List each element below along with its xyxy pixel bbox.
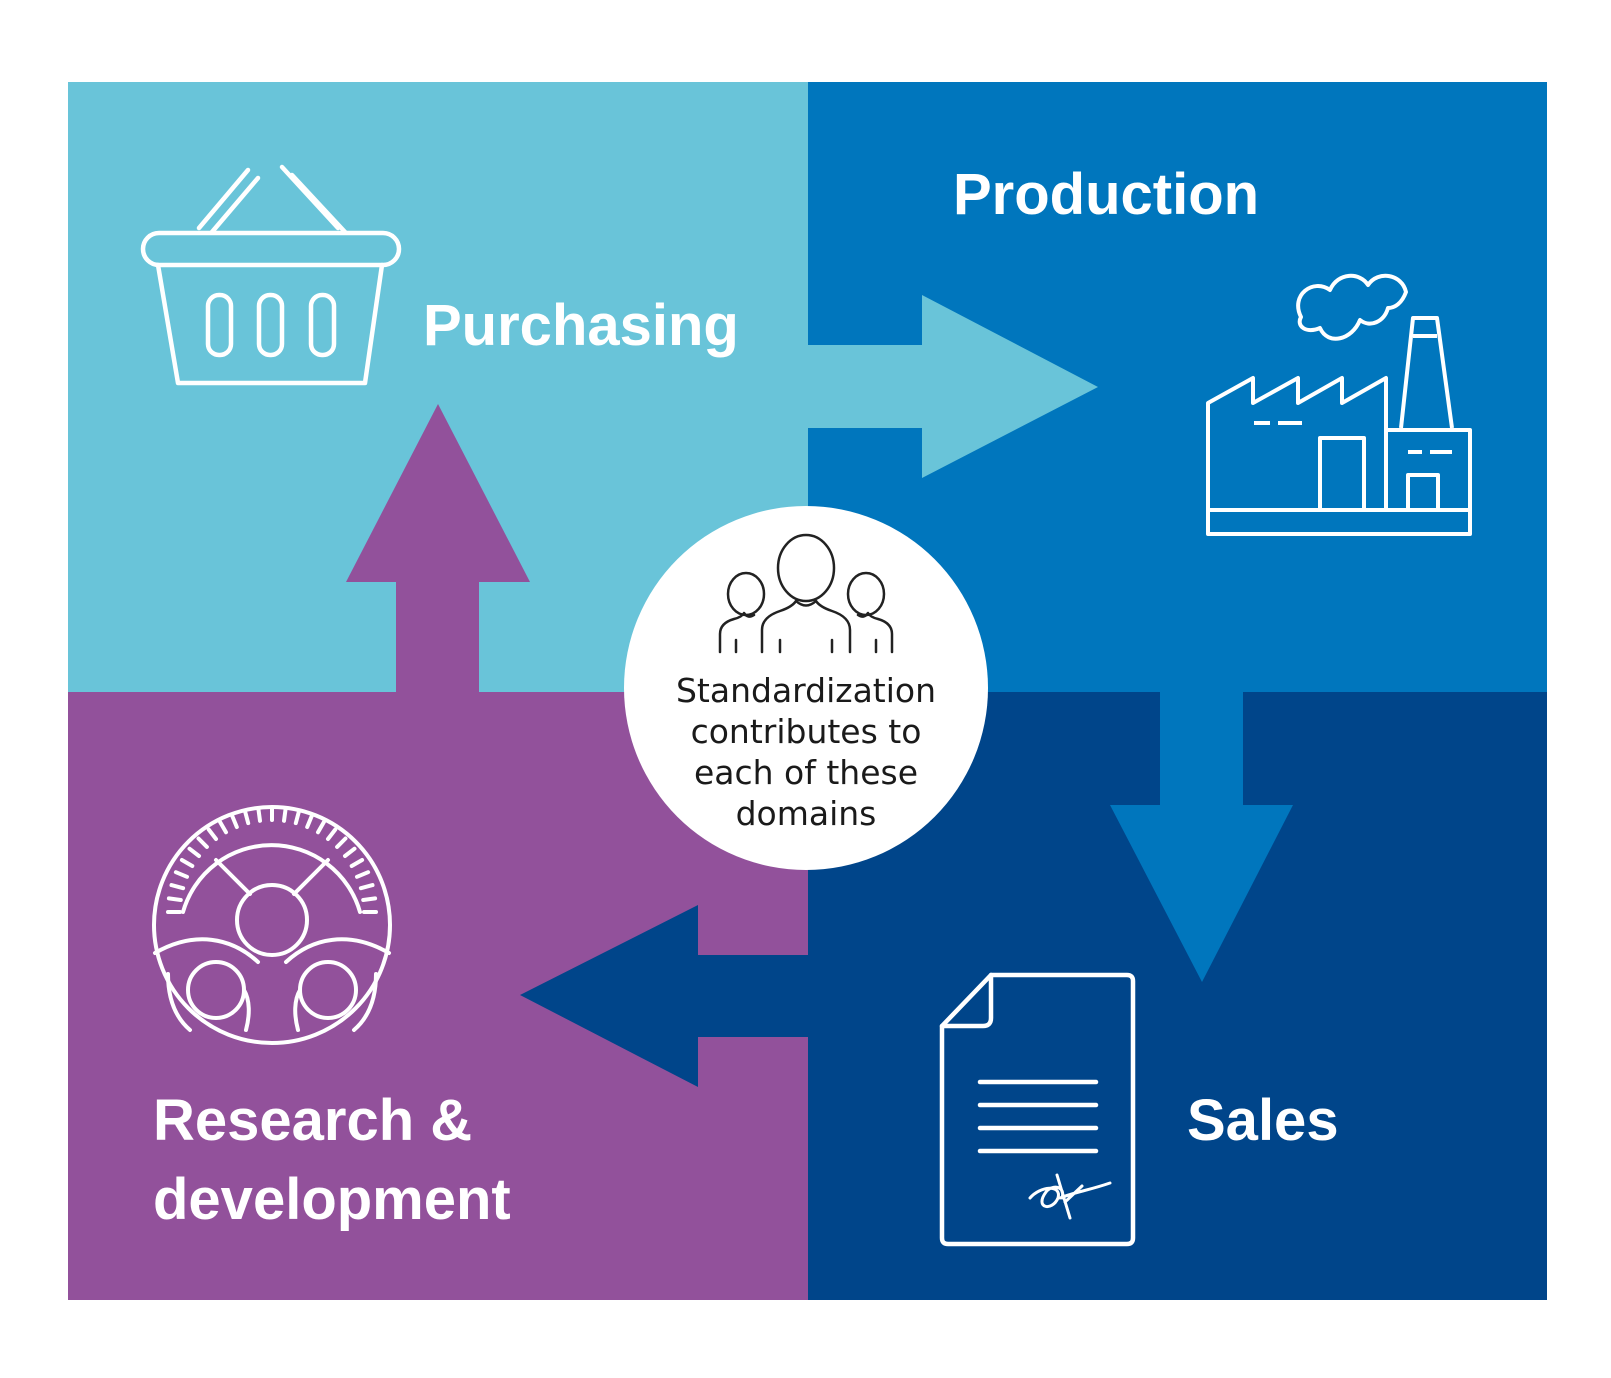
center-circle — [624, 506, 988, 870]
gear-tooth — [343, 846, 357, 858]
gear-tooth — [305, 813, 314, 829]
arrow-sales-to-research — [520, 905, 808, 1087]
production-label: Production — [953, 162, 1259, 227]
gear-tooth — [230, 813, 239, 829]
shopping-basket-icon — [140, 164, 402, 386]
gears-icon — [152, 805, 392, 1045]
gear-tooth — [293, 809, 301, 826]
purchasing-label: Purchasing — [423, 293, 739, 358]
gear-tooth — [173, 870, 189, 879]
factory-icon — [1206, 273, 1472, 536]
center-text-line-3: each of these — [694, 753, 918, 792]
gear-tooth — [218, 819, 228, 835]
gear-tooth — [358, 883, 375, 891]
arrow-production-to-sales — [1110, 692, 1293, 982]
gear-tooth — [179, 858, 195, 868]
gear-tooth — [206, 827, 218, 841]
center-text-line-1: Standardization — [676, 671, 936, 710]
sales-label: Sales — [1187, 1088, 1339, 1153]
gear-tooth — [243, 809, 251, 826]
gear-tooth — [335, 836, 348, 849]
gear-tooth — [316, 819, 326, 835]
research-label-line2: development — [153, 1167, 511, 1232]
gear-tooth — [326, 827, 338, 841]
arrow-research-to-purchasing — [346, 404, 530, 692]
gear-tooth — [187, 846, 201, 858]
center-text-line-2: contributes to — [691, 712, 922, 751]
signed-contract-icon — [939, 972, 1136, 1247]
gear-tooth — [361, 896, 378, 902]
gear-tooth — [282, 806, 288, 823]
gear-tooth — [196, 836, 209, 849]
research-label-line1: Research & — [153, 1088, 472, 1153]
gear-tooth — [349, 858, 365, 868]
arrow-purchasing-to-production — [808, 295, 1098, 478]
gear-tooth — [169, 883, 186, 891]
center-text-line-4: domains — [736, 794, 877, 833]
gear-tooth — [355, 870, 371, 879]
gear-tooth — [256, 806, 262, 823]
gear-tooth — [166, 896, 183, 902]
people-group-icon — [718, 533, 894, 654]
